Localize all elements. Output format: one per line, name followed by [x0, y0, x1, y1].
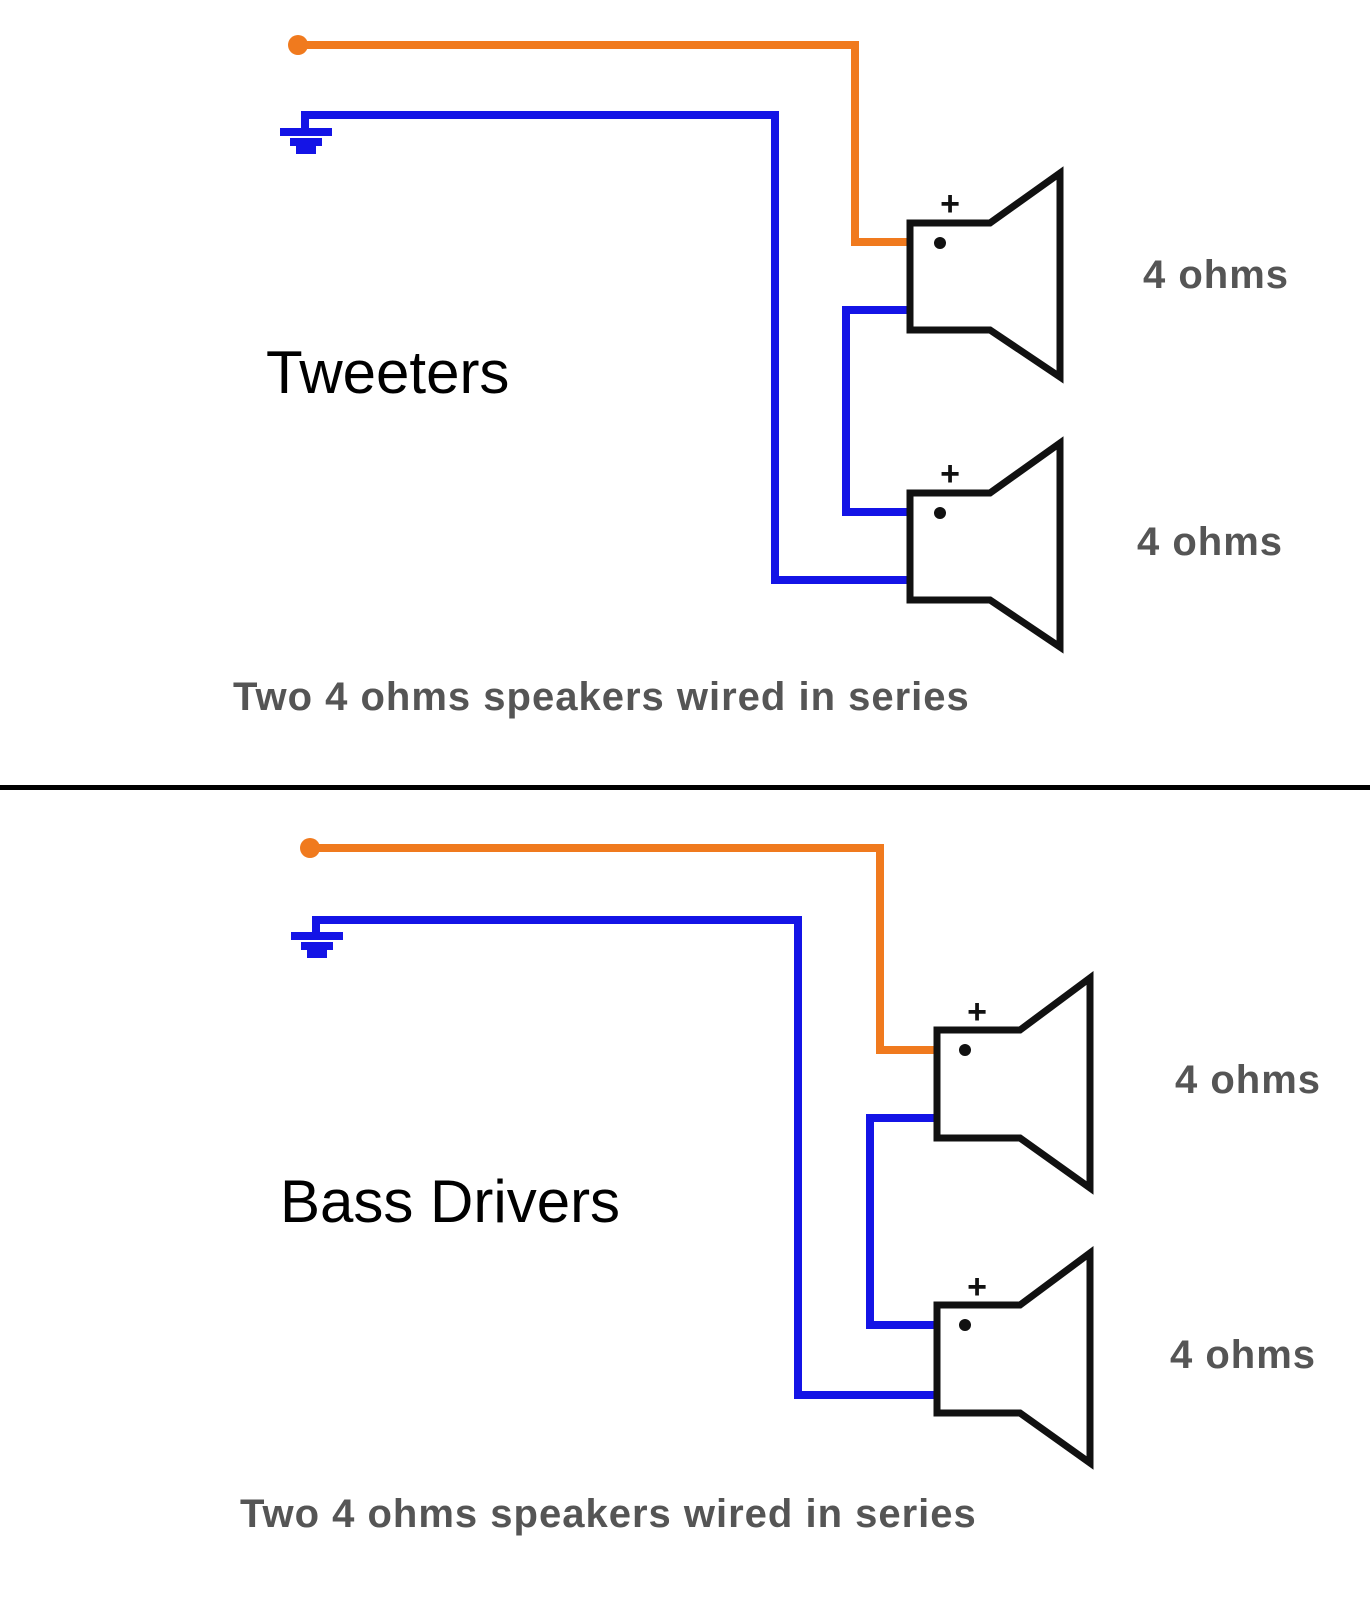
- speaker-2-impedance: 4 ohms: [1137, 520, 1283, 564]
- terminal-dot: [934, 237, 946, 249]
- panel-caption: Two 4 ohms speakers wired in series: [233, 675, 970, 719]
- speaker-2: +: [906, 436, 1064, 654]
- plus-sign: +: [940, 455, 960, 493]
- ground-icon: [280, 111, 332, 154]
- plus-sign: +: [940, 185, 960, 223]
- panel-caption: Two 4 ohms speakers wired in series: [240, 1492, 977, 1536]
- speaker-icon: [933, 1246, 1094, 1470]
- series-link-wire: [842, 306, 914, 516]
- panel-title: Bass Drivers: [280, 1168, 620, 1235]
- speaker-1-impedance: 4 ohms: [1143, 253, 1289, 297]
- speaker-1-impedance: 4 ohms: [1175, 1058, 1321, 1102]
- negative-wire: [312, 916, 941, 1399]
- speaker-2-impedance: 4 ohms: [1170, 1333, 1316, 1377]
- series-link-wire: [866, 1114, 941, 1329]
- plus-sign: +: [967, 993, 987, 1031]
- positive-terminal-dot: [288, 35, 308, 55]
- speaker-2: +: [933, 1246, 1094, 1470]
- speaker-icon: [933, 971, 1094, 1195]
- ground-icon: [291, 916, 343, 958]
- positive-wire: [306, 844, 941, 1054]
- tweeters-panel: + + Tweeters 4 ohms 4 ohms Two 4 ohms sp…: [233, 35, 1289, 719]
- speaker-icon: [906, 166, 1064, 384]
- negative-wire: [301, 111, 914, 584]
- terminal-dot: [959, 1044, 971, 1056]
- positive-terminal-dot: [300, 838, 320, 858]
- terminal-dot: [934, 507, 946, 519]
- positive-wire: [294, 41, 914, 246]
- plus-sign: +: [967, 1268, 987, 1306]
- speaker-1: +: [906, 166, 1064, 384]
- speaker-1: +: [933, 971, 1094, 1195]
- panel-divider: [0, 785, 1370, 790]
- terminal-dot: [959, 1319, 971, 1331]
- bass-drivers-panel: + + Bass Drivers 4 ohms 4 ohms Two 4 ohm…: [240, 838, 1321, 1536]
- speaker-icon: [906, 436, 1064, 654]
- panel-title: Tweeters: [266, 339, 509, 406]
